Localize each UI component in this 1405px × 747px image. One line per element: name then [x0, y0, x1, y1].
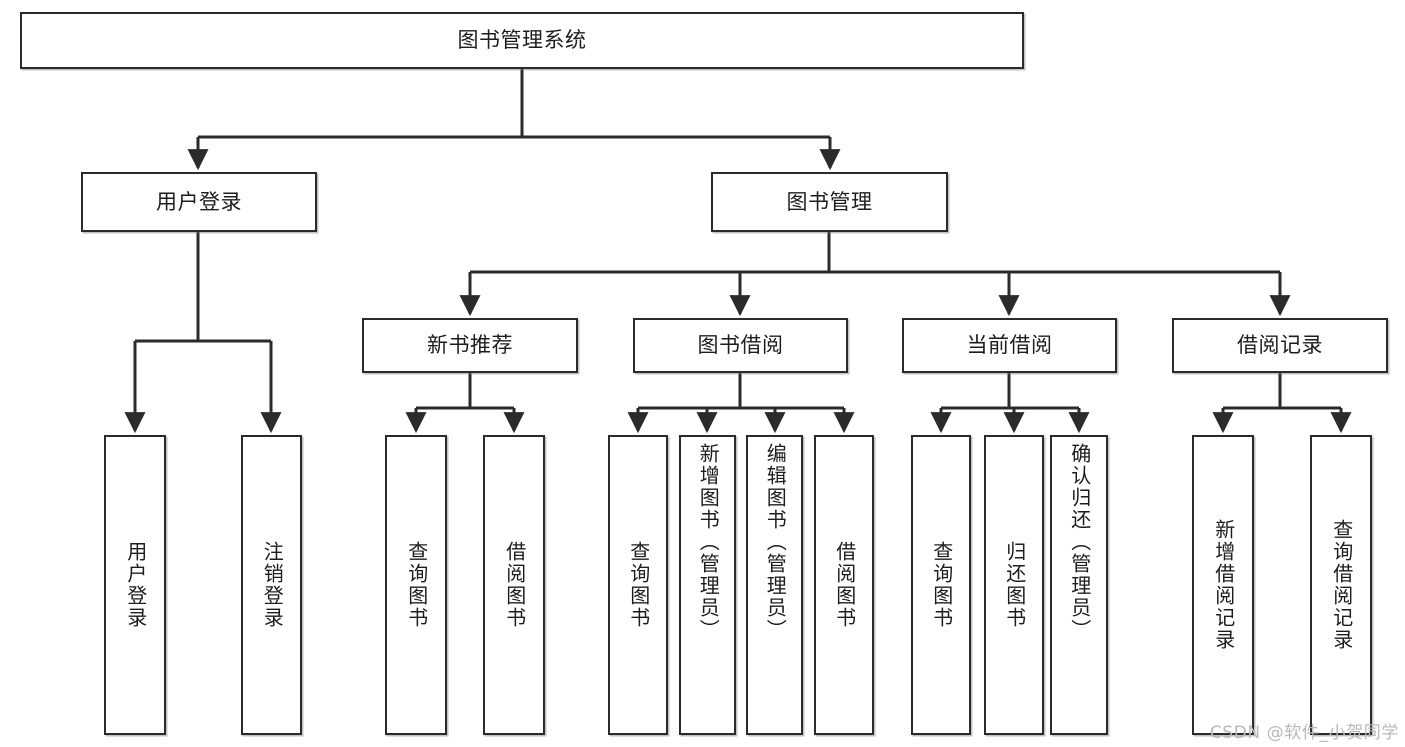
node-leaf-return-book-label: 归还图书 [1002, 541, 1027, 629]
node-user-login[interactable]: 用户登录 [81, 172, 317, 232]
node-leaf-borrow-book-2[interactable]: 借阅图书 [814, 435, 874, 735]
node-book-borrow[interactable]: 图书借阅 [633, 318, 848, 373]
node-leaf-borrow-book-1-label: 借阅图书 [502, 541, 527, 629]
node-leaf-query-borrow-record-label: 查询借阅记录 [1329, 519, 1354, 651]
node-leaf-query-book-1[interactable]: 查询图书 [385, 435, 447, 735]
node-leaf-edit-book-admin[interactable]: 编辑图书（管理员） [746, 435, 803, 735]
node-leaf-user-login-label: 用户登录 [123, 541, 148, 629]
node-leaf-add-borrow-record[interactable]: 新增借阅记录 [1192, 435, 1254, 735]
node-leaf-borrow-book-1[interactable]: 借阅图书 [483, 435, 545, 735]
node-leaf-borrow-book-2-label: 借阅图书 [832, 541, 857, 629]
node-borrow-record-label: 借阅记录 [1237, 333, 1323, 358]
node-leaf-add-book-admin[interactable]: 新增图书（管理员） [679, 435, 736, 735]
node-root[interactable]: 图书管理系统 [20, 12, 1024, 69]
node-leaf-confirm-return-admin[interactable]: 确认归还（管理员） [1050, 435, 1108, 735]
node-current-borrow-label: 当前借阅 [966, 333, 1053, 358]
node-leaf-confirm-return-admin-label: 确认归还（管理员） [1067, 443, 1092, 641]
node-leaf-add-book-admin-label: 新增图书（管理员） [696, 443, 721, 641]
node-leaf-query-book-2[interactable]: 查询图书 [608, 435, 668, 735]
node-leaf-query-borrow-record[interactable]: 查询借阅记录 [1310, 435, 1372, 735]
node-new-book-recommend[interactable]: 新书推荐 [362, 318, 578, 373]
node-root-label: 图书管理系统 [457, 28, 587, 53]
node-book-borrow-label: 图书借阅 [697, 333, 784, 358]
node-leaf-user-logout-label: 注销登录 [260, 541, 285, 629]
node-user-login-label: 用户登录 [156, 189, 242, 214]
node-leaf-query-book-3-label: 查询图书 [929, 541, 954, 629]
node-book-manage-label: 图书管理 [786, 189, 873, 214]
node-leaf-query-book-1-label: 查询图书 [404, 541, 429, 629]
node-borrow-record[interactable]: 借阅记录 [1172, 318, 1388, 373]
node-book-manage[interactable]: 图书管理 [711, 172, 948, 232]
node-leaf-query-book-2-label: 查询图书 [626, 541, 651, 629]
node-leaf-user-logout[interactable]: 注销登录 [241, 435, 302, 735]
node-new-book-recommend-label: 新书推荐 [427, 333, 513, 358]
node-leaf-user-login[interactable]: 用户登录 [104, 435, 166, 735]
node-leaf-add-borrow-record-label: 新增借阅记录 [1211, 519, 1236, 651]
node-leaf-edit-book-admin-label: 编辑图书（管理员） [763, 443, 788, 641]
node-current-borrow[interactable]: 当前借阅 [902, 318, 1117, 373]
node-leaf-return-book[interactable]: 归还图书 [984, 435, 1044, 735]
node-leaf-query-book-3[interactable]: 查询图书 [911, 435, 971, 735]
watermark-text: CSDN @软件_小贺同学 [1209, 723, 1399, 743]
